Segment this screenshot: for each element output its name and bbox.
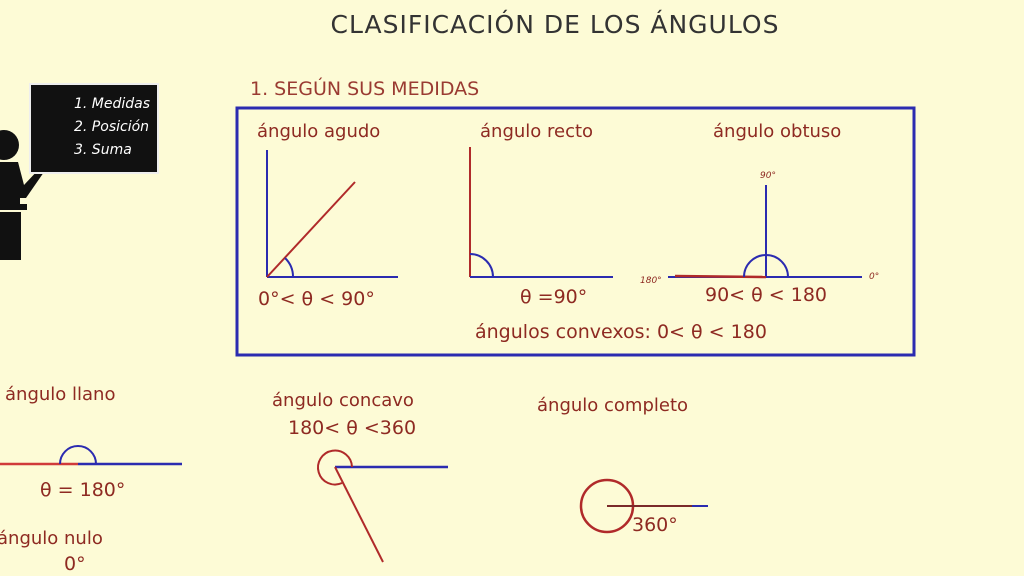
concave-label: ángulo concavo [272,390,414,411]
straight-label: ángulo llano [5,384,115,405]
page-title: CLASIFICACIÓN DE LOS ÁNGULOS [331,9,780,39]
obtuse-label: ángulo obtuso [713,121,841,142]
null-label: ángulo nulo [0,528,103,549]
right-formula: θ =90° [520,286,587,308]
obtuse-formula: 90< θ < 180 [705,284,827,306]
tick-90: 90° [760,171,776,181]
straight-angle: ángulo llano θ = 180° [0,384,182,501]
section-heading: 1. SEGÚN SUS MEDIDAS [250,76,479,100]
convex-summary: ángulos convexos: 0< θ < 180 [475,321,767,343]
concave-formula: 180< θ <360 [288,417,416,439]
obtuse-angle: ángulo obtuso 90° 180° 0° 90< θ < 180 [640,121,879,306]
acute-label: ángulo agudo [257,121,380,142]
right-angle: ángulo recto θ =90° [469,121,613,308]
tick-180: 180° [640,276,662,286]
full-label: ángulo completo [537,395,688,416]
null-formula: 0° [64,553,86,575]
concave-angle: ángulo concavo 180< θ <360 [272,390,448,563]
blackboard: 1. Medidas 2. Posición 3. Suma [29,83,159,174]
acute-angle: ángulo agudo 0°< θ < 90° [257,121,398,310]
convex-box [235,106,916,357]
tick-0: 0° [869,272,879,282]
full-formula: 360° [632,514,678,536]
straight-formula: θ = 180° [40,479,125,501]
blackboard-item: 3. Suma [74,142,132,158]
full-angle: ángulo completo 360° [537,395,708,536]
blackboard-item: 2. Posición [74,119,149,135]
blackboard-item: 1. Medidas [74,96,150,112]
null-angle: ángulo nulo 0° [0,528,103,575]
right-label: ángulo recto [480,121,593,142]
acute-formula: 0°< θ < 90° [258,288,375,310]
